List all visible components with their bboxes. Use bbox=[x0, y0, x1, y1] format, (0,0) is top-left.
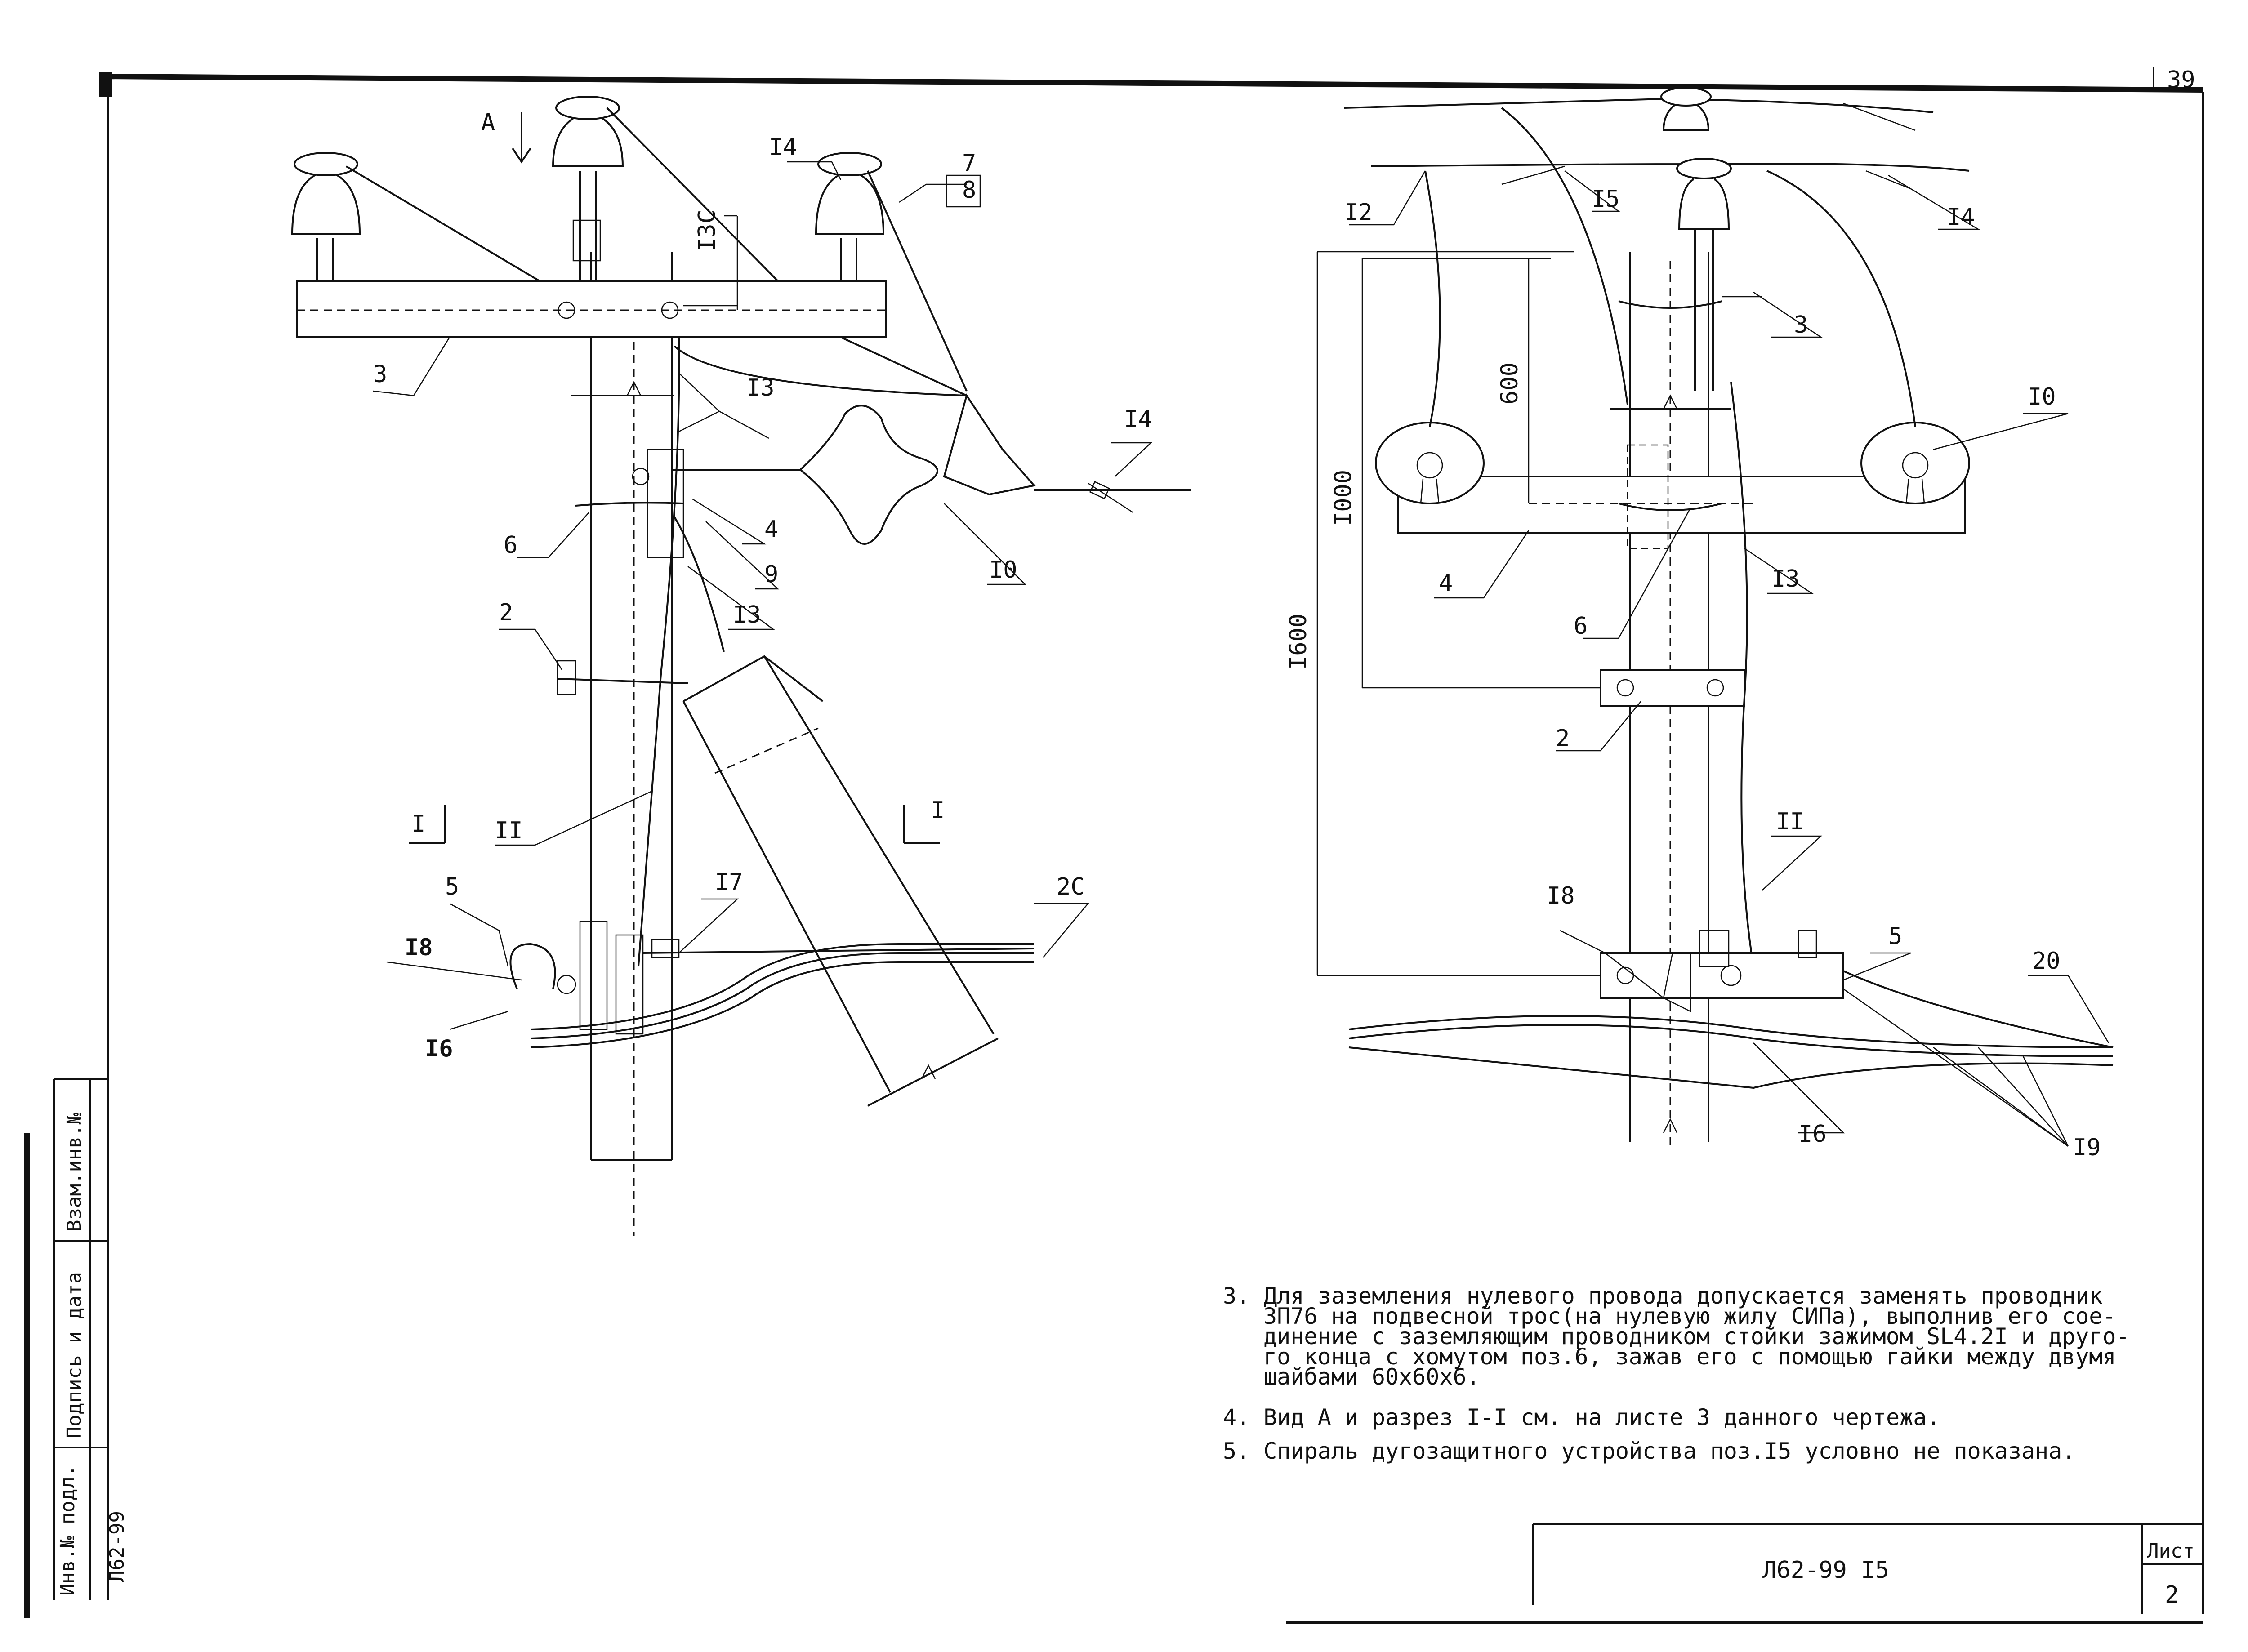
label-17: I7 bbox=[715, 869, 743, 896]
sheet-frame bbox=[24, 67, 2204, 1618]
label-19: I9 bbox=[2073, 1134, 2101, 1161]
view-marker-a: A bbox=[481, 109, 495, 136]
label-6: 6 bbox=[504, 532, 517, 559]
strut bbox=[682, 655, 999, 1107]
title-code: Л62-99 I5 bbox=[1762, 1557, 1889, 1584]
label-15: I5 bbox=[1592, 186, 1620, 213]
label-14: I4 bbox=[1947, 204, 1975, 231]
stamp-podpis: Подпись и дата bbox=[63, 1272, 86, 1438]
tension-insulator-10 bbox=[798, 405, 938, 545]
label-4: 4 bbox=[764, 516, 778, 543]
insulator-top bbox=[1660, 87, 1762, 391]
label-16-right: I6 bbox=[1798, 1121, 1827, 1148]
sheet-label: Лист bbox=[2147, 1540, 2194, 1563]
clamp-5 bbox=[1600, 952, 1844, 999]
insulator-right bbox=[815, 152, 885, 281]
section-mark-left: I bbox=[411, 810, 425, 837]
page-number: 39 bbox=[2167, 67, 2195, 94]
label-14-right: I4 bbox=[1124, 406, 1152, 433]
label-3-right: 3 bbox=[1794, 312, 1808, 338]
stamp-inv-podl: Инв.№ подл. bbox=[56, 1465, 79, 1596]
spool-left bbox=[1375, 422, 1485, 504]
right-view: I600 I000 600 I2 I5 I4 3 I0 4 6 I3 2 II … bbox=[1285, 87, 2114, 1161]
label-4-right: 4 bbox=[1439, 570, 1453, 597]
bracket-2 bbox=[1600, 669, 1745, 707]
label-8: 8 bbox=[962, 177, 976, 204]
label-13-right: I3 bbox=[1771, 566, 1800, 592]
notes-block: 3. Для заземления нулевого провода допус… bbox=[1223, 1283, 2130, 1464]
label-9: 9 bbox=[764, 561, 778, 588]
label-2: 2 bbox=[499, 599, 513, 626]
label-7: 7 bbox=[962, 150, 976, 177]
label-20: 2C bbox=[1057, 873, 1085, 900]
label-18-right: I8 bbox=[1547, 882, 1575, 909]
label-20-right: 20 bbox=[2032, 948, 2061, 975]
label-6-right: 6 bbox=[1574, 613, 1588, 640]
label-16: I6 bbox=[425, 1035, 453, 1062]
label-5-right: 5 bbox=[1888, 923, 1902, 950]
label-12: I2 bbox=[1344, 199, 1373, 226]
section-mark-right: I bbox=[931, 797, 945, 824]
label-2-right: 2 bbox=[1556, 725, 1570, 752]
dim-1000: I000 bbox=[1330, 470, 1357, 526]
label-5: 5 bbox=[445, 873, 459, 900]
dim-1600: I600 bbox=[1285, 614, 1312, 670]
side-stamp: Взам.инв.№ Подпись и дата Инв.№ подл. Л6… bbox=[53, 1078, 129, 1600]
label-11-right: II bbox=[1776, 808, 1804, 835]
label-18: I8 bbox=[405, 934, 433, 961]
label-14-top: I4 bbox=[769, 134, 797, 161]
label-10: I0 bbox=[989, 557, 1017, 583]
dim-600: 600 bbox=[1496, 362, 1523, 405]
left-view: A I3C 7 8 I4 3 I3 I4 6 4 9 I0 I3 2 II 5 … bbox=[291, 96, 1191, 1236]
note-line-2: ЗП76 на подвесной трос(на нулевую жилу С… bbox=[1263, 1303, 2116, 1329]
note-line-5: шайбами 60х60х6. bbox=[1263, 1364, 1480, 1390]
label-13a: I3 bbox=[746, 374, 775, 401]
label-10-right: I0 bbox=[2028, 383, 2056, 410]
label-11: II bbox=[495, 817, 523, 844]
sheet-number: 2 bbox=[2165, 1581, 2179, 1608]
note-line-4: го конца с хомутом поз.6, зажав его с по… bbox=[1263, 1344, 2116, 1370]
insulator-left bbox=[291, 152, 361, 281]
note-line-7: 5. Спираль дугозащитного устройства поз.… bbox=[1223, 1438, 2075, 1464]
label-13b: I3 bbox=[733, 601, 761, 628]
note-line-1: 3. Для заземления нулевого провода допус… bbox=[1223, 1283, 2103, 1309]
spool-right bbox=[1860, 422, 1970, 504]
dim-130: I3C bbox=[694, 209, 721, 252]
note-line-3: динение с заземляющим проводником стойки… bbox=[1263, 1323, 2130, 1349]
stamp-doc-code: Л62-99 bbox=[106, 1511, 129, 1582]
crossarm-3 bbox=[296, 280, 887, 338]
note-line-6: 4. Вид А и разрез I-I см. на листе 3 дан… bbox=[1223, 1404, 1940, 1430]
insulator-center bbox=[552, 96, 624, 281]
stamp-vzam: Взам.инв.№ bbox=[63, 1113, 86, 1232]
label-3: 3 bbox=[373, 361, 387, 388]
title-block: Л62-99 I5 Лист 2 bbox=[1286, 1523, 2203, 1624]
